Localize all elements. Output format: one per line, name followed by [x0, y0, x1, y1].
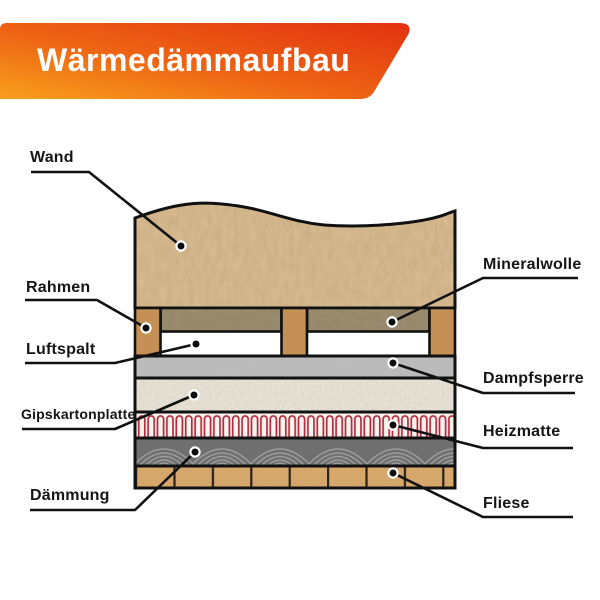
callout-dot-rahmen	[140, 322, 152, 334]
layer-wand	[133, 201, 457, 310]
leader-line-rahmen	[25, 298, 147, 330]
label-fliese: Fliese	[483, 495, 530, 512]
layer-mineralwolle	[159, 306, 431, 333]
leader-line-dampfsperre	[392, 361, 575, 395]
title-ribbon	[0, 23, 410, 99]
callout-dot-heizmatte	[387, 419, 399, 431]
label-luftspalt: Luftspalt	[26, 341, 96, 358]
leader-line-luftspalt	[25, 342, 197, 365]
leader-line-gipskartonplatte	[22, 393, 195, 431]
callout-dot-luftspalt	[190, 338, 202, 350]
label-gipskartonplatte: Gipskartonplatte	[21, 406, 136, 422]
leader-line-daemmung	[30, 451, 196, 512]
layer-gipskartonplatte	[133, 376, 457, 414]
leader-line-heizmatte	[392, 423, 573, 450]
leader-line-wand	[31, 170, 182, 248]
callout-dot-dampfsperre	[387, 357, 399, 369]
label-mineralwolle: Mineralwolle	[483, 256, 582, 273]
layer-heizmatte	[133, 410, 457, 440]
callout-dot-gipskartonplatte	[188, 389, 200, 401]
callout-dot-fliese	[387, 467, 399, 479]
label-daemmung: Dämmung	[30, 487, 110, 504]
layer-luftspalt	[160, 331, 282, 356]
label-dampfsperre: Dampfsperre	[483, 370, 584, 387]
layer-luftspalt	[307, 331, 430, 356]
callout-dot-daemmung	[189, 446, 201, 458]
label-wand: Wand	[30, 149, 74, 166]
label-rahmen: Rahmen	[26, 279, 91, 296]
callout-dot-wand	[175, 240, 187, 252]
leader-line-mineralwolle	[391, 276, 578, 324]
label-heizmatte: Heizmatte	[483, 423, 561, 440]
page-title: Wärmedämmaufbau	[37, 42, 351, 78]
callout-dot-mineralwolle	[386, 316, 398, 328]
layer-fliese	[133, 464, 457, 490]
layer-daemmung	[133, 436, 457, 468]
leader-line-fliese	[392, 471, 573, 519]
